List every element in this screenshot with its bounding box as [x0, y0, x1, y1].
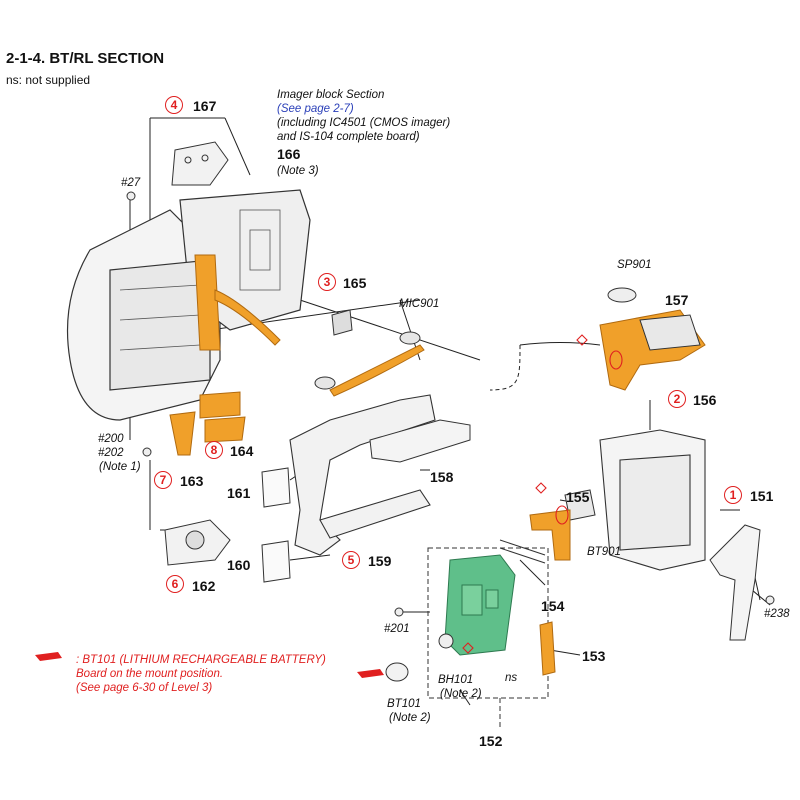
marker-6: 6: [166, 575, 184, 593]
component-label-mic901: MIC901: [399, 298, 440, 310]
part-label-164: 164: [230, 443, 254, 459]
marker-3: 3: [318, 273, 336, 291]
component-label-bt901: BT901: [587, 546, 621, 558]
part-label-151: 151: [750, 488, 774, 504]
part-label-159: 159: [368, 553, 392, 569]
battery-note-line2: Board on the mount position.: [76, 668, 224, 680]
not-supplied-label: ns: [505, 672, 518, 684]
imager-note-line3: (including IC4501 (CMOS imager): [277, 117, 451, 129]
battery-note-line3: (See page 6-30 of Level 3): [76, 682, 213, 694]
battery-note: : BT101 (LITHIUM RECHARGEABLE BATTERY) B…: [76, 653, 326, 695]
part-label-165: 165: [343, 275, 367, 291]
marker-8: 8: [205, 441, 223, 459]
page-title: 2-1-4. BT/RL SECTION: [6, 50, 165, 67]
part-label-154: 154: [541, 598, 565, 614]
part-label-166: 166: [277, 146, 301, 162]
part-label-155: 155: [566, 489, 590, 505]
screw-label-200: #200: [98, 433, 124, 445]
part-label-153: 153: [582, 648, 606, 664]
part-label-160: 160: [227, 557, 251, 573]
screw-label-201: #201: [384, 623, 410, 635]
component-label-sp901: SP901: [617, 259, 652, 271]
marker-2: 2: [668, 390, 686, 408]
legend-note: ns: not supplied: [6, 73, 91, 87]
screw-label-27: #27: [121, 177, 141, 189]
screw-label-238: #238: [764, 608, 790, 620]
part-166-note: (Note 3): [277, 165, 319, 177]
marker-5: 5: [342, 551, 360, 569]
imager-note-line4: and IS-104 complete board): [277, 131, 420, 143]
part-label-156: 156: [693, 392, 717, 408]
part-label-167: 167: [193, 98, 217, 114]
imager-note-title: Imager block Section: [277, 89, 385, 101]
marker-4: 4: [165, 96, 183, 114]
part-label-162: 162: [192, 578, 216, 594]
marker-7: 7: [154, 471, 172, 489]
component-label-bt101: BT101: [387, 698, 421, 710]
part-label-163: 163: [180, 473, 204, 489]
screw-label-202: #202: [98, 447, 124, 459]
component-bh101-note: (Note 2): [440, 688, 482, 700]
part-label-152: 152: [479, 733, 503, 749]
component-bt101-note: (Note 2): [389, 712, 431, 724]
imager-note-link[interactable]: (See page 2-7): [277, 103, 354, 115]
battery-note-line1: : BT101 (LITHIUM RECHARGEABLE BATTERY): [76, 654, 326, 666]
part-label-157: 157: [665, 292, 689, 308]
part-label-161: 161: [227, 485, 251, 501]
marker-1: 1: [724, 486, 742, 504]
component-label-bh101: BH101: [438, 674, 474, 686]
screw-note-1: (Note 1): [99, 461, 141, 473]
part-label-158: 158: [430, 469, 454, 485]
